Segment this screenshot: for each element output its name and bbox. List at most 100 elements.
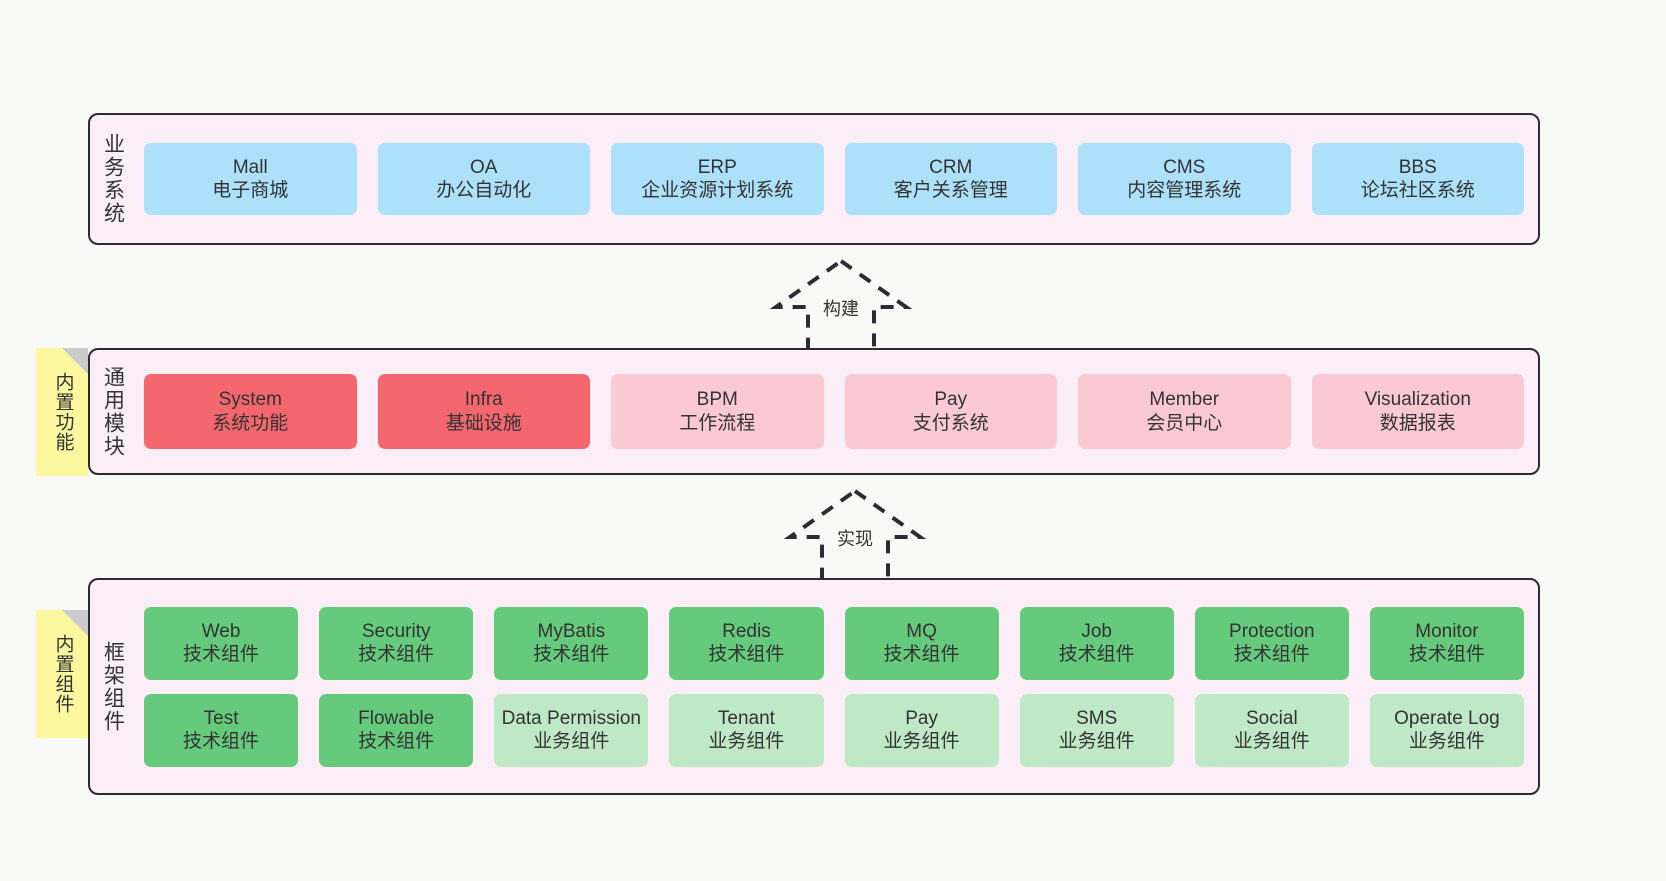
node-title: Redis [722, 620, 771, 642]
node-subtitle: 业务组件 [533, 731, 610, 752]
arrow-label-build: 构建 [823, 299, 859, 319]
node-subtitle: 数据报表 [1379, 412, 1456, 434]
node-row: Web 技术组件 Security 技术组件 MyBatis 技术组件 Redi… [144, 606, 1524, 680]
node-row: Mall 电子商城 OA 办公自动化 ERP 企业资源计划系统 CRM 客户关系… [144, 143, 1524, 215]
node-tenant[interactable]: Tenant 业务组件 [669, 693, 824, 767]
node-crm[interactable]: CRM 客户关系管理 [844, 143, 1057, 215]
node-mall[interactable]: Mall 电子商城 [144, 143, 357, 215]
node-title: Flowable [358, 707, 435, 729]
node-row: Test 技术组件 Flowable 技术组件 Data Permission … [144, 693, 1524, 767]
node-title: Job [1081, 620, 1112, 642]
node-protection[interactable]: Protection 技术组件 [1194, 606, 1349, 680]
node-security[interactable]: Security 技术组件 [319, 606, 474, 680]
node-operate-log[interactable]: Operate Log 业务组件 [1369, 693, 1524, 767]
node-title: Data Permission [501, 707, 641, 729]
node-title: CMS [1163, 156, 1206, 178]
node-redis[interactable]: Redis 技术组件 [669, 606, 824, 680]
arrow-realize: 实现 [770, 485, 940, 587]
node-subtitle: 办公自动化 [436, 180, 532, 201]
node-subtitle: 会员中心 [1146, 412, 1223, 434]
node-web[interactable]: Web 技术组件 [144, 606, 299, 680]
node-social[interactable]: Social 业务组件 [1194, 693, 1349, 767]
layer-framework-components: 框架组件 Web 技术组件 Security 技术组件 MyBatis 技术组件… [88, 578, 1540, 795]
node-title: Visualization [1364, 389, 1471, 411]
node-subtitle: 客户关系管理 [893, 180, 1008, 201]
node-title: System [218, 389, 282, 411]
node-title: Pay [905, 707, 938, 729]
node-title: ERP [697, 156, 737, 178]
node-subtitle: 技术组件 [883, 644, 960, 665]
node-title: Tenant [717, 707, 775, 729]
node-subtitle: 支付系统 [912, 412, 989, 434]
node-sms[interactable]: SMS 业务组件 [1019, 693, 1174, 767]
node-pay-component[interactable]: Pay 业务组件 [844, 693, 999, 767]
node-title: Operate Log [1394, 707, 1500, 729]
node-title: Pay [934, 389, 968, 411]
node-subtitle: 电子商城 [212, 180, 289, 201]
node-job[interactable]: Job 技术组件 [1019, 606, 1174, 680]
node-pay-module[interactable]: Pay 支付系统 [844, 374, 1057, 449]
node-erp[interactable]: ERP 企业资源计划系统 [611, 143, 824, 215]
node-title: Web [201, 620, 241, 642]
node-title: Social [1245, 707, 1298, 729]
layer-common-modules: 通用模块 System 系统功能 Infra 基础设施 BPM 工作流程 Pay… [88, 348, 1540, 475]
node-subtitle: 业务组件 [1233, 731, 1310, 752]
node-subtitle: 基础设施 [445, 412, 522, 434]
layer-body-common: System 系统功能 Infra 基础设施 BPM 工作流程 Pay 支付系统… [136, 350, 1538, 473]
node-subtitle: 技术组件 [183, 731, 260, 752]
node-data-permission[interactable]: Data Permission 业务组件 [494, 693, 649, 767]
layer-title-business: 业务系统 [101, 133, 125, 225]
node-subtitle: 技术组件 [708, 644, 785, 665]
node-title: Security [361, 620, 431, 642]
sticky-note-builtin-components: 内置组件 [36, 610, 88, 738]
node-subtitle: 企业资源计划系统 [641, 180, 794, 201]
node-title: MQ [906, 620, 937, 642]
node-subtitle: 业务组件 [708, 731, 785, 752]
node-subtitle: 业务组件 [1408, 731, 1485, 752]
node-subtitle: 系统功能 [212, 412, 289, 434]
node-title: Infra [464, 389, 503, 411]
node-system[interactable]: System 系统功能 [144, 374, 357, 449]
arrow-build: 构建 [756, 255, 926, 357]
node-title: Protection [1229, 620, 1315, 642]
node-subtitle: 技术组件 [358, 731, 435, 752]
node-bbs[interactable]: BBS 论坛社区系统 [1311, 143, 1524, 215]
node-visualization[interactable]: Visualization 数据报表 [1311, 374, 1524, 449]
node-infra[interactable]: Infra 基础设施 [377, 374, 590, 449]
node-row: System 系统功能 Infra 基础设施 BPM 工作流程 Pay 支付系统… [144, 374, 1524, 449]
sticky-fold-corner-icon [62, 610, 88, 636]
node-title: BPM [696, 389, 738, 411]
node-title: CRM [929, 156, 973, 178]
node-title: Monitor [1415, 620, 1479, 642]
node-title: Test [203, 707, 239, 729]
layer-business-systems: 业务系统 Mall 电子商城 OA 办公自动化 ERP 企业资源计划系统 CRM… [88, 113, 1540, 245]
sticky-note-builtin-features: 内置功能 [36, 348, 88, 476]
node-subtitle: 论坛社区系统 [1360, 180, 1475, 201]
sticky-fold-corner-icon [62, 348, 88, 374]
node-title: OA [470, 156, 498, 178]
node-title: MyBatis [537, 620, 606, 642]
node-title: Member [1149, 389, 1220, 411]
node-subtitle: 业务组件 [1058, 731, 1135, 752]
sticky-label: 内置功能 [52, 372, 74, 452]
node-cms[interactable]: CMS 内容管理系统 [1078, 143, 1291, 215]
node-subtitle: 业务组件 [883, 731, 960, 752]
node-flowable[interactable]: Flowable 技术组件 [319, 693, 474, 767]
layer-title-framework: 框架组件 [101, 640, 125, 733]
node-bpm[interactable]: BPM 工作流程 [611, 374, 824, 449]
node-mq[interactable]: MQ 技术组件 [844, 606, 999, 680]
layer-title-common: 通用模块 [101, 365, 125, 458]
node-test[interactable]: Test 技术组件 [144, 693, 299, 767]
node-subtitle: 技术组件 [358, 644, 435, 665]
node-title: SMS [1076, 707, 1118, 729]
node-subtitle: 技术组件 [183, 644, 260, 665]
node-member[interactable]: Member 会员中心 [1078, 374, 1291, 449]
node-subtitle: 技术组件 [1058, 644, 1135, 665]
node-mybatis[interactable]: MyBatis 技术组件 [494, 606, 649, 680]
layer-body-business: Mall 电子商城 OA 办公自动化 ERP 企业资源计划系统 CRM 客户关系… [136, 115, 1538, 243]
node-title: BBS [1398, 156, 1437, 178]
node-monitor[interactable]: Monitor 技术组件 [1369, 606, 1524, 680]
node-subtitle: 技术组件 [533, 644, 610, 665]
node-oa[interactable]: OA 办公自动化 [377, 143, 590, 215]
